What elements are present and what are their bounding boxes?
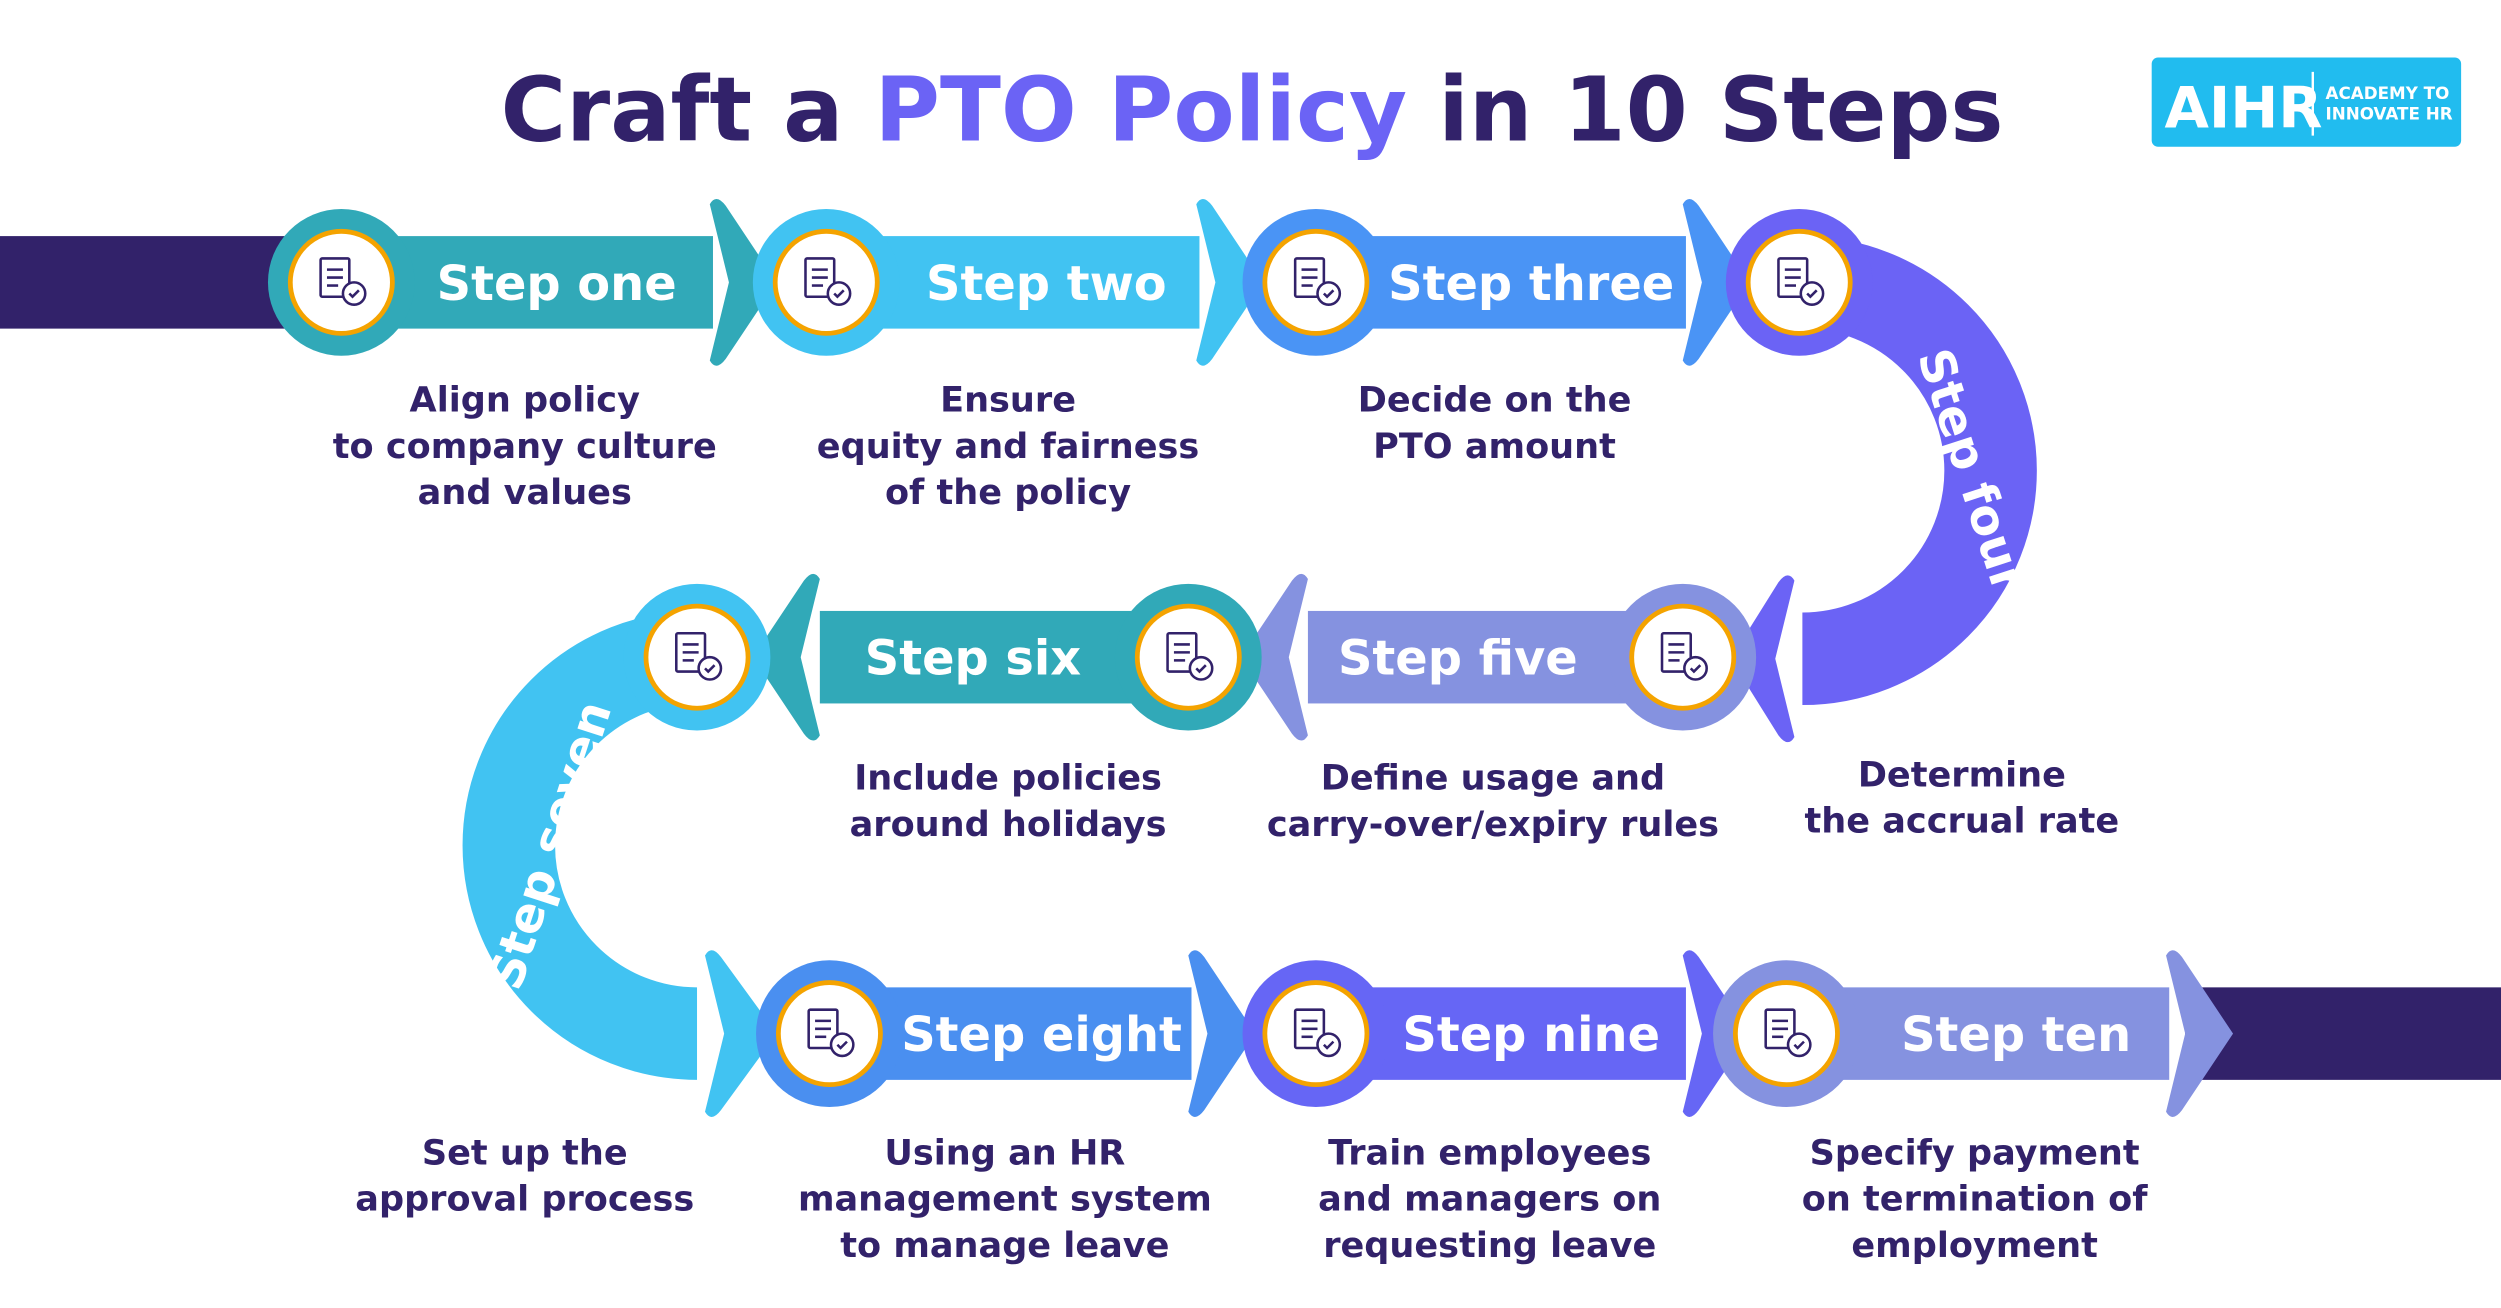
step-description-line: the accrual rate	[1805, 801, 2120, 842]
payment-box-icon	[1764, 1008, 1812, 1058]
step-description-line: Determine	[1858, 754, 2066, 795]
analytics-hand-icon	[1293, 257, 1342, 306]
badge-ring	[772, 228, 880, 336]
training-icon	[1293, 1008, 1342, 1058]
start-bar	[0, 236, 320, 329]
step-label: Step two	[926, 257, 1167, 312]
step-description-line: Define usage and	[1321, 758, 1665, 799]
step-label: Step ten	[1901, 1008, 2131, 1063]
step-description-line: Train employees	[1328, 1132, 1651, 1173]
step-description-line: on termination of	[1802, 1179, 2149, 1220]
step-label: Step six	[865, 632, 1082, 687]
step-description-line: Include policies	[854, 758, 1162, 799]
gauge-briefcase-icon	[1777, 257, 1825, 306]
arrow-head	[709, 198, 777, 366]
title-part2: in 10 Steps	[1407, 58, 2003, 162]
step-description-line: to manage leave	[840, 1225, 1169, 1266]
logo-line2: INNOVATE HR	[2326, 104, 2453, 124]
step-label: Step eight	[901, 1008, 1182, 1063]
end-bar	[2185, 987, 2501, 1080]
step-label: Step three	[1388, 257, 1674, 312]
badge-ring	[1629, 603, 1737, 711]
badge-ring	[1134, 603, 1242, 711]
step-description-line: Align policy	[410, 380, 641, 421]
title-part1: Craft a	[501, 58, 875, 162]
hr-system-icon	[807, 1008, 855, 1058]
page-title: Craft a PTO Policy in 10 Steps	[501, 58, 2004, 162]
step-description-line: carry-over/expiry rules	[1267, 804, 1719, 845]
badge-ring	[1745, 228, 1853, 336]
aihr-logo: AIHR ACADEMY TO INNOVATE HR	[2151, 57, 2462, 147]
step-description-line: management system	[798, 1179, 1212, 1220]
arrow-head	[1240, 573, 1308, 741]
settings-document-icon	[804, 257, 852, 306]
step-arc	[462, 610, 698, 1080]
presentation-person-icon	[1660, 631, 1708, 681]
logo-mark: AIHR	[2164, 75, 2322, 142]
ideas-icon	[675, 631, 723, 681]
badge-ring	[775, 980, 883, 1088]
step-arc	[1801, 236, 2037, 706]
badge-ring	[1732, 980, 1840, 1088]
step-description-line: Specify payment	[1810, 1132, 2140, 1173]
badge-ring	[287, 228, 395, 336]
step-description-line: Ensure	[940, 380, 1076, 421]
step-description-line: Set up the	[422, 1132, 628, 1173]
team-gear-icon	[1166, 631, 1214, 681]
badge-ring	[1262, 228, 1370, 336]
step-description-line: requesting leave	[1323, 1225, 1656, 1266]
step-label: Step five	[1338, 632, 1578, 687]
arrow-head	[752, 573, 820, 741]
step-description-line: to company culture	[333, 426, 717, 467]
step-description-line: approval process	[355, 1179, 694, 1220]
title-highlight: PTO Policy	[875, 58, 1408, 162]
step-description-line: Decide on the	[1358, 380, 1632, 421]
step-description-line: Using an HR	[884, 1132, 1125, 1173]
badge-ring	[1262, 980, 1370, 1088]
step-description-line: PTO amount	[1373, 426, 1616, 467]
arrow-head	[1188, 950, 1256, 1117]
step-description-line: and managers on	[1318, 1179, 1661, 1220]
step-description-line: equity and fairness	[817, 426, 1199, 467]
policy-document-icon	[319, 257, 367, 306]
step-label: Step one	[437, 257, 677, 312]
logo-background	[2151, 57, 2462, 147]
arrow-head	[705, 950, 777, 1117]
step-description-line: and values	[418, 472, 632, 513]
arrow-head	[1682, 198, 1750, 366]
arrow-head	[1196, 198, 1264, 366]
arrow-head	[2166, 950, 2234, 1117]
badge-ring	[643, 603, 751, 711]
step-description-line: employment	[1851, 1225, 2098, 1266]
step-label: Step nine	[1402, 1008, 1660, 1063]
step-description-line: of the policy	[885, 472, 1131, 513]
arrow-head	[1730, 575, 1795, 743]
step-description-line: around holidays	[850, 804, 1167, 845]
logo-line1: ACADEMY TO	[2326, 83, 2450, 103]
